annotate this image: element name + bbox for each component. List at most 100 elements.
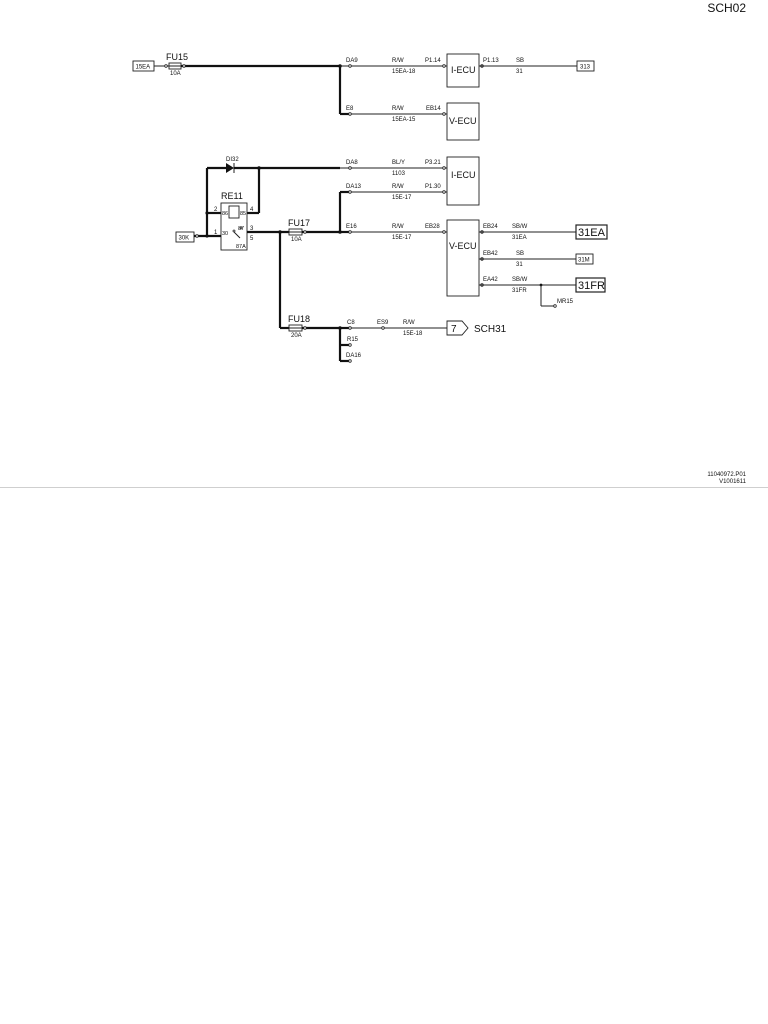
pin	[348, 190, 352, 194]
wire6-color: R/W	[392, 224, 404, 230]
wire2-color: SB	[516, 58, 524, 64]
pin-p113: P1.13	[483, 58, 499, 64]
wire9-id: 31FR	[512, 288, 527, 294]
pin	[348, 166, 352, 170]
vecu-middle-box	[446, 219, 480, 297]
doc-ref-line1: 11040972.P01	[707, 472, 746, 478]
connector-31ea-label: 31EA	[578, 227, 606, 239]
document-reference: 11040972.P01 V1001611	[707, 472, 746, 486]
doc-ref-line2: V1001611	[719, 479, 746, 485]
pin	[442, 230, 446, 234]
pin	[303, 230, 307, 234]
relay-name: RE11	[221, 191, 243, 201]
iecu-top-label: I-ECU	[451, 65, 476, 75]
pin	[182, 64, 186, 68]
pin	[442, 190, 446, 194]
junction	[205, 234, 209, 238]
pin	[348, 326, 352, 330]
splice-r15: R15	[347, 337, 359, 343]
pin	[348, 64, 352, 68]
wire10-id: 15E-18	[403, 331, 423, 337]
pin	[348, 359, 352, 363]
connector-31fr-label: 31FR	[578, 280, 605, 292]
pin-eb24: EB24	[483, 224, 498, 230]
wiring-diagram: 15EA FU15 10A DA9 R/W 15EA-18 P1.14 I-EC…	[132, 52, 608, 363]
connector-31m-label: 31M	[578, 258, 590, 264]
splice-da9: DA9	[346, 58, 358, 64]
fu17-name: FU17	[288, 218, 310, 228]
wire9-color: SB/W	[512, 277, 528, 283]
wire7-color: SB/W	[512, 224, 528, 230]
fu15-name: FU15	[166, 52, 188, 62]
connector-313	[576, 60, 595, 72]
splice-mr15: MR15	[557, 299, 574, 305]
vecu-middle-label: V-ECU	[449, 241, 477, 251]
splice-e8: E8	[346, 106, 354, 112]
relay-pin3: 3	[250, 226, 254, 232]
pin	[553, 304, 557, 308]
sheet-id: SCH02	[707, 1, 746, 15]
relay-contact	[233, 231, 241, 239]
wire1-color: R/W	[392, 58, 404, 64]
vecu-top-box	[446, 102, 480, 141]
wire3-id: 15EA-15	[392, 117, 416, 123]
connector-31ea	[575, 224, 608, 240]
pin-eb14: EB14	[426, 106, 441, 112]
junction	[205, 211, 209, 215]
splice-c8: C8	[347, 320, 355, 326]
fu17-rating: 10A	[291, 237, 302, 243]
relay-pin2: 2	[214, 207, 218, 213]
pin	[381, 326, 385, 330]
pin	[239, 226, 243, 230]
pin	[195, 234, 199, 238]
pin-eb28: EB28	[425, 224, 440, 230]
splice-da16: DA16	[346, 353, 362, 359]
fu15-rating: 10A	[170, 71, 181, 77]
relay-in30: 30	[222, 231, 228, 237]
splice-es9: ES9	[377, 320, 389, 326]
connector-15ea-label: 15EA	[136, 65, 151, 71]
pin-p321: P3.21	[425, 160, 441, 166]
pin-p114: P1.14	[425, 58, 441, 64]
wire6-id: 15E-17	[392, 235, 412, 241]
pin-p130: P1.30	[425, 184, 441, 190]
connector-30k-label: 30K	[179, 236, 190, 242]
relay-in87: 87	[238, 226, 244, 232]
pin	[442, 166, 446, 170]
sch31-number: 7	[451, 324, 457, 335]
iecu-middle-label: I-ECU	[451, 170, 476, 180]
sch31-offpage-connector	[446, 320, 469, 336]
connector-313-label: 313	[580, 65, 591, 71]
splice-da8: DA8	[346, 160, 358, 166]
splice-da13: DA13	[346, 184, 362, 190]
relay-pin5: 5	[250, 236, 254, 242]
pin	[348, 230, 352, 234]
wire8-id: 31	[516, 262, 523, 268]
sch31-ref: SCH31	[474, 324, 507, 335]
pin-eb42: EB42	[483, 251, 498, 257]
wire10-color: R/W	[403, 320, 415, 326]
diode-symbol	[226, 163, 234, 173]
wire5-color: R/W	[392, 184, 404, 190]
pin	[164, 64, 168, 68]
diode-label: DI32	[226, 157, 239, 163]
wire1-id: 15EA-18	[392, 69, 416, 75]
wire4-id: 1103	[392, 171, 406, 177]
fu18-name: FU18	[288, 314, 310, 324]
pin	[232, 229, 236, 233]
wire2-id: 31	[516, 69, 523, 75]
relay-coil	[228, 205, 240, 219]
relay-in86: 86	[222, 211, 228, 217]
pin	[442, 112, 446, 116]
connector-31m	[575, 253, 594, 265]
splice-e16: E16	[346, 224, 357, 230]
wire5-id: 15E-17	[392, 195, 412, 201]
wire8-color: SB	[516, 251, 524, 257]
relay-pin4: 4	[250, 207, 254, 213]
pin	[348, 343, 352, 347]
junction	[257, 166, 261, 170]
relay-in85: 85	[240, 211, 246, 217]
wire7-id: 31EA	[512, 235, 527, 241]
connector-31fr	[575, 277, 606, 293]
relay-pin1: 1	[214, 230, 218, 236]
